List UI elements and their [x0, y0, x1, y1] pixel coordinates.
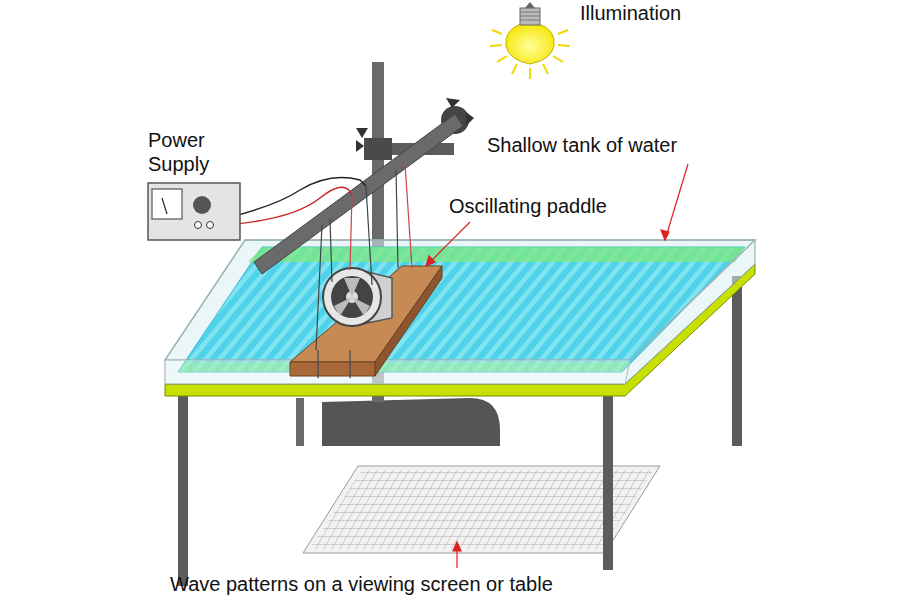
illustration-part	[193, 196, 211, 214]
part-label: Illumination	[580, 1, 681, 25]
illustration-part	[366, 186, 372, 285]
illustration-part	[492, 30, 502, 34]
illustration-part	[453, 542, 461, 551]
illustration-part	[322, 398, 500, 446]
illustration-part	[334, 278, 370, 316]
illustration-part	[396, 170, 398, 268]
illustration-part	[558, 45, 570, 46]
illustration-part	[356, 128, 368, 138]
oscillating-paddle	[290, 266, 442, 378]
illustration-part	[520, 8, 540, 25]
illustration-part	[178, 396, 188, 586]
part-label: Wave patterns on a viewing screen or tab…	[170, 572, 553, 596]
illustration-part	[254, 114, 463, 274]
illustration-part	[603, 396, 613, 570]
illustration-part	[512, 64, 517, 74]
illustration-part	[349, 350, 351, 378]
illustration-part	[356, 140, 364, 152]
illustration-part	[732, 276, 742, 446]
illustration-part	[446, 98, 460, 108]
illustration-part	[558, 30, 568, 34]
part-label: Oscillating paddle	[449, 194, 607, 218]
illustration-part	[165, 240, 755, 360]
tank	[165, 240, 755, 396]
leader-lines	[426, 164, 688, 568]
illustration-part	[165, 240, 755, 384]
illustration-part	[207, 222, 214, 229]
illustration-part	[405, 164, 412, 268]
illustration-part	[162, 198, 167, 214]
illustration-part	[497, 56, 507, 62]
vibrating-motor	[323, 268, 392, 326]
illustration-part	[529, 68, 531, 79]
suspension-strings	[316, 164, 412, 350]
power-supply	[148, 183, 240, 240]
illustration-part	[665, 164, 688, 240]
illustration-part	[248, 247, 745, 262]
illustration-part	[290, 266, 442, 362]
illustration-part	[426, 222, 470, 266]
illustration-part	[525, 2, 535, 8]
illustration-part	[364, 138, 392, 160]
illustration-part	[661, 230, 669, 240]
illustration-part	[330, 219, 332, 282]
illustration-part	[331, 276, 373, 318]
illustration-part	[553, 56, 563, 62]
part-label: Shallow tank of water	[487, 133, 677, 157]
illustration-part	[309, 470, 654, 549]
illustration-part	[148, 183, 240, 240]
illustration-part	[296, 398, 304, 446]
illustration-part	[350, 195, 352, 270]
illustration-part	[165, 360, 630, 384]
illustration-part	[490, 45, 502, 46]
illustration-part	[290, 362, 375, 376]
illustration-part	[195, 222, 202, 229]
illustration-part	[520, 12, 540, 20]
illustration-part	[316, 225, 322, 350]
part-label: Power Supply	[148, 128, 234, 176]
illustration-part	[426, 256, 435, 266]
illustration-part	[543, 64, 548, 74]
illustration-part	[466, 112, 474, 126]
illustration-part	[152, 189, 182, 219]
illustration-part	[317, 350, 319, 378]
clamp-and-rod	[254, 98, 474, 274]
illustration-part	[506, 24, 554, 64]
light-bulb	[490, 2, 570, 79]
